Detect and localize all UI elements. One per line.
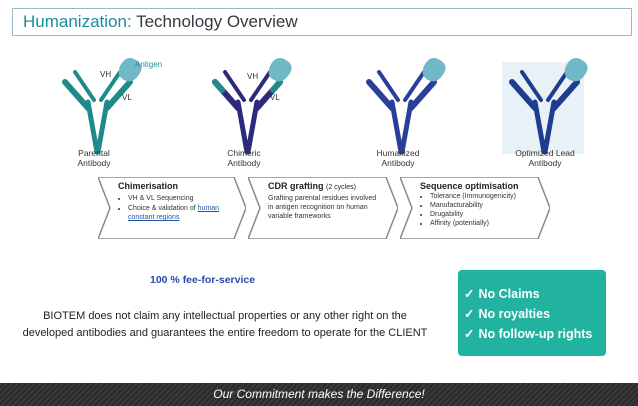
optimized-antibody [509, 70, 580, 155]
parental-antibody [62, 70, 133, 155]
step-chimerisation: Chimerisation VH & VL Sequencing Choice … [98, 177, 246, 239]
antigen-shape [118, 58, 142, 82]
step-text: Grafting parental residues involved in a… [268, 195, 377, 220]
title-main: Technology Overview [136, 12, 298, 31]
footer-bar: Our Commitment makes the Difference! [0, 383, 638, 406]
footer-text: Our Commitment makes the Difference! [213, 387, 425, 401]
chimeric-label: Chimeric Antibody [227, 148, 261, 168]
step-bullet: Tolerance (Immunogenicity) [430, 192, 532, 201]
checkmark-icon: ✓ [464, 287, 475, 301]
antigen-shape [268, 58, 292, 82]
benefits-box: ✓No Claims ✓No royalties ✓No follow-up r… [458, 270, 606, 356]
vl-label: VL [122, 93, 132, 102]
antibody-diagram [62, 58, 588, 155]
humanized-label: Humanized Antibody [376, 148, 420, 168]
step-bullet: VH & VL Sequencing [128, 194, 228, 204]
step-bullet: Manufacturability [430, 201, 532, 210]
antigen-shape [422, 58, 446, 82]
benefit-item: ✓No Claims [464, 287, 540, 301]
human-constant-regions-link[interactable]: human constant regions [128, 204, 220, 222]
optimized-label: Optimized Lead Antibody [515, 148, 575, 168]
step-cdr-grafting: CDR grafting (2 cycles) Grafting parenta… [248, 177, 398, 239]
antigen-shape [564, 58, 588, 82]
title-bar: Humanization: Technology Overview [12, 8, 632, 36]
chimeric-antibody [212, 70, 283, 155]
vh-label: VH [100, 70, 112, 79]
title-accent: Humanization: [23, 12, 132, 31]
benefit-item: ✓No follow-up rights [464, 327, 593, 341]
step-bullet: Affinity (potentially) [430, 219, 532, 228]
benefit-item: ✓No royalties [464, 307, 551, 321]
step-title: Chimerisation [118, 181, 179, 191]
step-sequence-optimisation: Sequence optimisation Tolerance (Immunog… [400, 177, 550, 239]
step-bullet: Choice & validation of human constant re… [128, 204, 228, 223]
step-title: Sequence optimisation [420, 181, 519, 191]
checkmark-icon: ✓ [464, 327, 475, 341]
checkmark-icon: ✓ [464, 307, 475, 321]
parental-label: Parental Antibody [77, 148, 111, 168]
vl-label: VL [270, 93, 280, 102]
claim-statement: BIOTEM does not claim any intellectual p… [22, 310, 428, 339]
fee-for-service: 100 % fee-for-service [150, 274, 256, 286]
step-bullet: Drugability [430, 210, 532, 219]
vh-label: VH [247, 72, 259, 81]
footer-pattern [0, 383, 638, 406]
page-title: Humanization: Technology Overview [23, 12, 298, 32]
step-title: CDR grafting (2 cycles) [268, 181, 356, 191]
humanized-antibody [366, 70, 437, 155]
antigen-label: Antigen [135, 60, 163, 69]
